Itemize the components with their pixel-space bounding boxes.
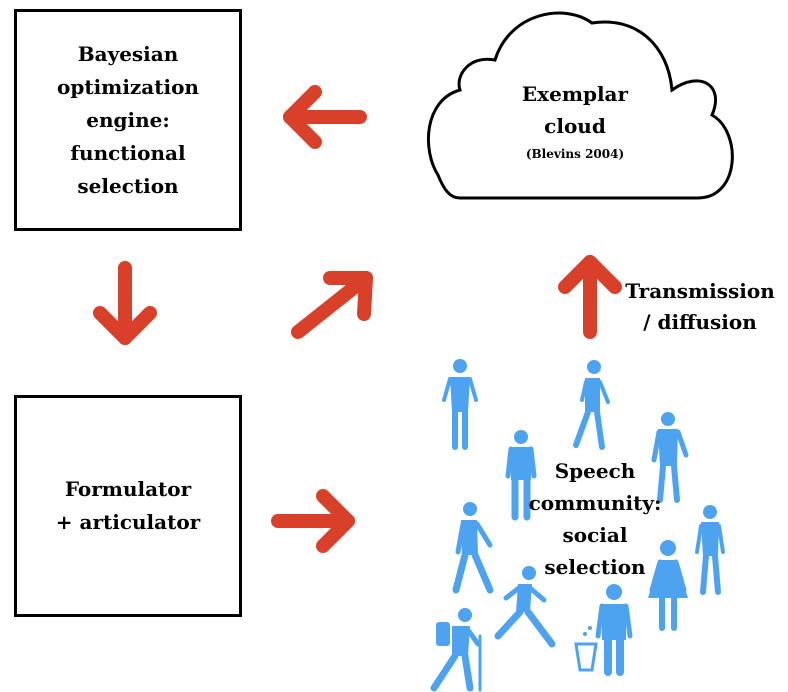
man-standing-icon [505, 430, 537, 521]
speech-community-label: Speech community: social selection [528, 459, 662, 579]
exemplar-cloud-shape [426, 11, 734, 200]
runner-icon [494, 566, 556, 648]
hiker-icon [430, 608, 482, 692]
exemplar-cloud-citation: (Blevins 2004) [525, 147, 625, 161]
exemplar-cloud-title: Exemplar cloud [521, 82, 629, 138]
bayesian-optimization-label: Bayesian optimization engine: functional… [57, 41, 199, 198]
worker-icon [651, 412, 689, 503]
formulator-label: Formulator + articulator [55, 477, 201, 534]
transmission-label: Transmission / diffusion [625, 279, 775, 334]
arrow-left-to-bayes [283, 85, 367, 149]
bayesian-optimization-box: Bayesian optimization engine: functional… [14, 9, 242, 231]
woman-standing-icon [442, 359, 478, 450]
arrow-right-to-community [271, 489, 355, 553]
man-recycling-icon [574, 584, 633, 676]
woman-dress-icon [648, 540, 688, 631]
arrow-down-to-formulator [93, 261, 157, 345]
worker-with-tools-icon [695, 505, 725, 595]
woman-walking-icon [573, 360, 610, 450]
formulator-box: Formulator + articulator [14, 395, 242, 617]
arrow-diagonal-to-cloud [291, 271, 373, 339]
man-walking-icon [452, 502, 494, 594]
arrow-up-to-cloud [558, 255, 622, 339]
